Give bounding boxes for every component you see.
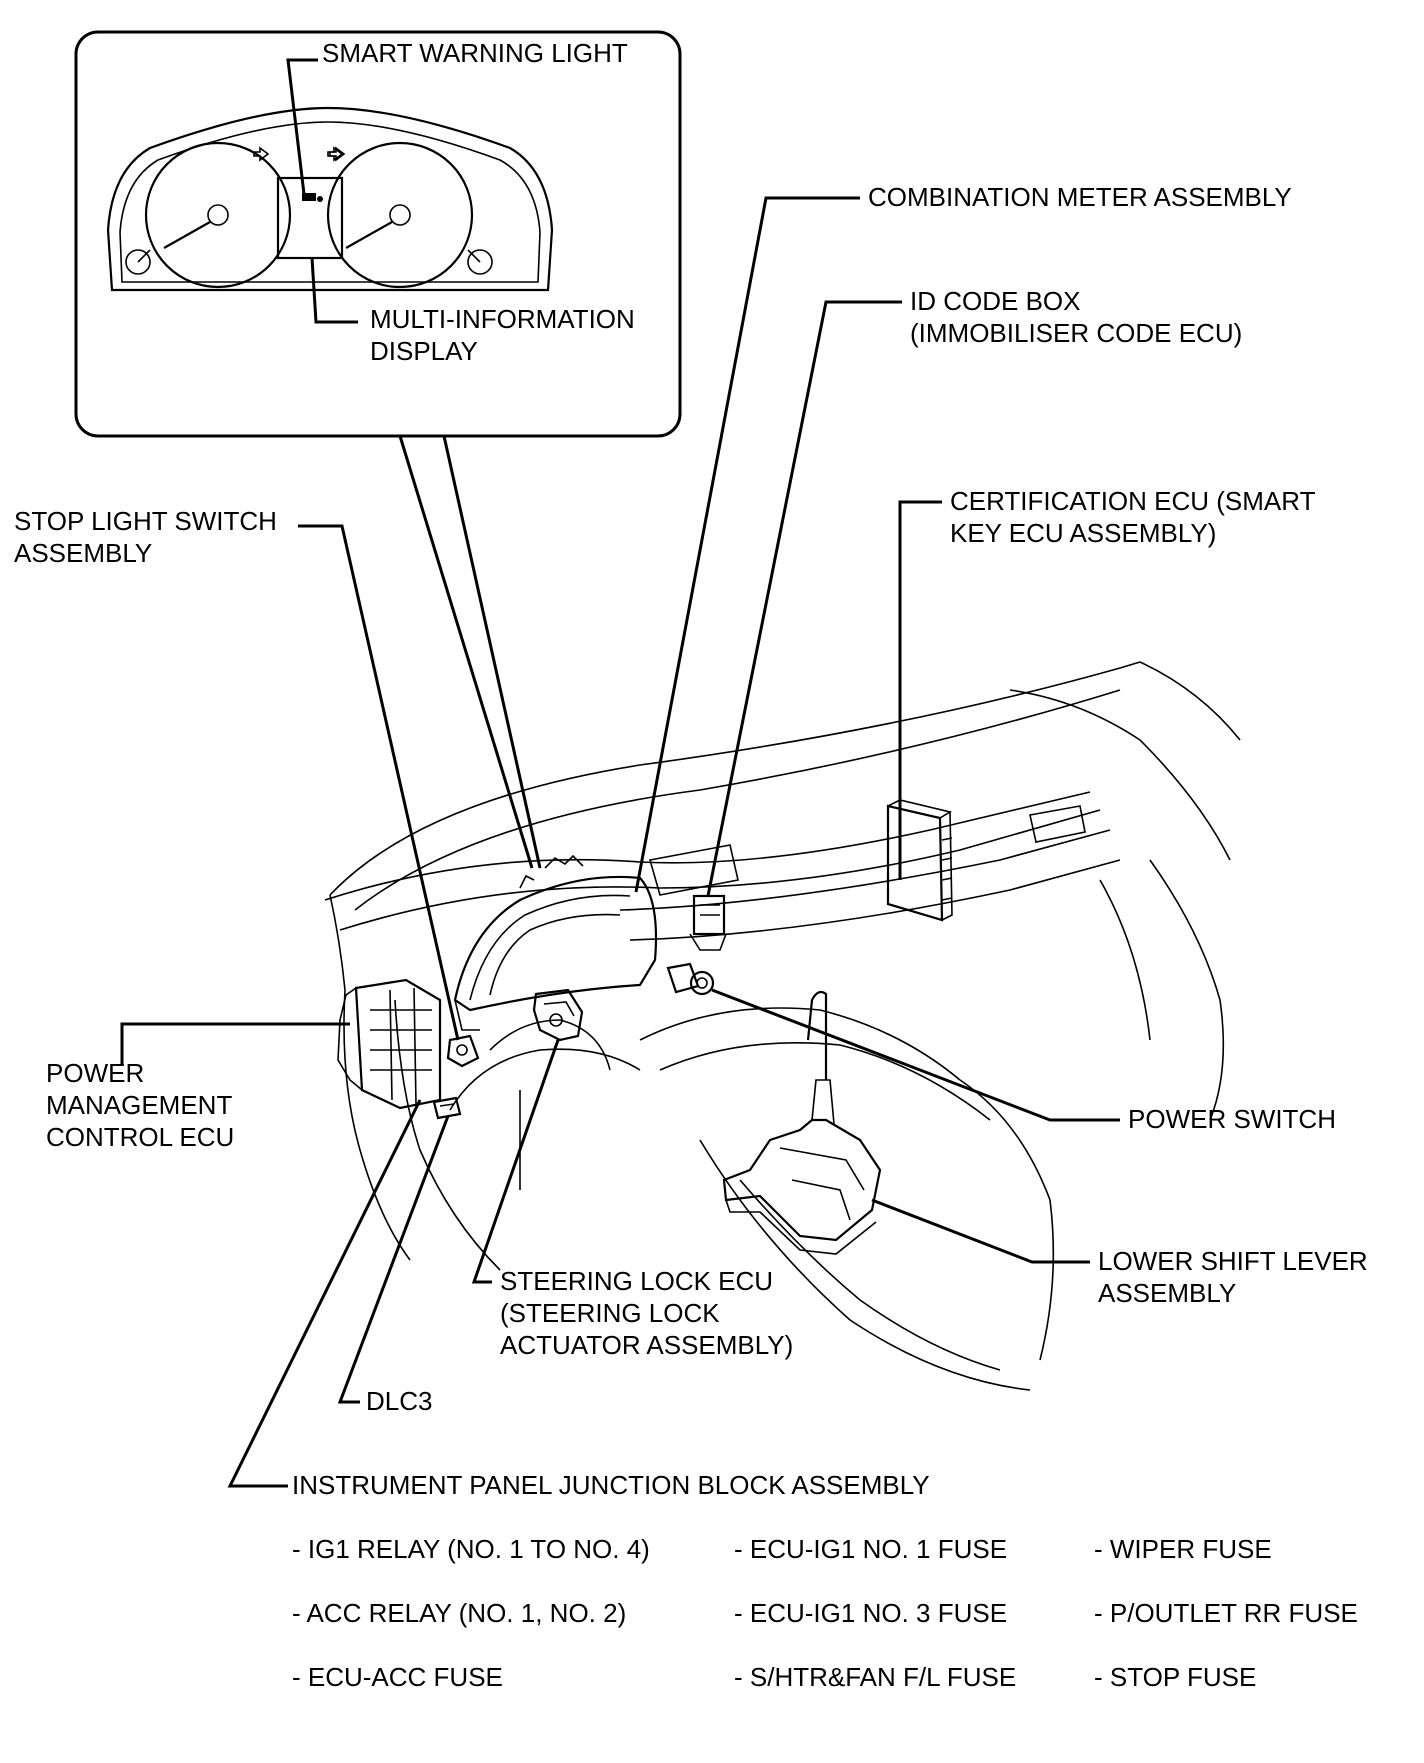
combination-meter-label: COMBINATION METER ASSEMBLY	[868, 182, 1292, 212]
power-management-control-ecu	[337, 978, 442, 1110]
steering-lock-ecu-label-2: (STEERING LOCK	[500, 1298, 720, 1328]
power-switch-label: POWER SWITCH	[1128, 1104, 1336, 1134]
lower-shift-lever-label-2: ASSEMBLY	[1098, 1278, 1236, 1308]
id-code-box-label-2: (IMMOBILISER CODE ECU)	[910, 318, 1242, 348]
combination-meter-assembly	[453, 854, 658, 1031]
junction-item: - STOP FUSE	[1094, 1662, 1256, 1692]
power-management-label-3: CONTROL ECU	[46, 1122, 234, 1152]
junction-item: - ECU-IG1 NO. 3 FUSE	[734, 1598, 1007, 1628]
smart-warning-light-icon	[302, 193, 316, 201]
junction-item: - ECU-IG1 NO. 1 FUSE	[734, 1534, 1007, 1564]
labels: COMBINATION METER ASSEMBLY ID CODE BOX (…	[14, 182, 1368, 1692]
stop-light-switch	[446, 1034, 480, 1068]
stop-light-switch-label: STOP LIGHT SWITCH	[14, 506, 277, 536]
certification-ecu-label: CERTIFICATION ECU (SMART	[950, 486, 1316, 516]
id-code-box	[689, 894, 727, 951]
left-gauge-icon	[144, 141, 292, 289]
dlc3-connector	[432, 1096, 462, 1120]
smart-warning-light-label: SMART WARNING LIGHT	[322, 38, 628, 68]
power-management-label-2: MANAGEMENT	[46, 1090, 232, 1120]
junction-item: - S/HTR&FAN F/L FUSE	[734, 1662, 1016, 1692]
junction-item: - P/OUTLET RR FUSE	[1094, 1598, 1358, 1628]
leader-lines	[120, 196, 1120, 1488]
power-switch	[666, 962, 715, 996]
steering-lock-ecu-label: STEERING LOCK ECU	[500, 1266, 773, 1296]
dlc3-label: DLC3	[366, 1386, 432, 1416]
junction-item: - WIPER FUSE	[1094, 1534, 1272, 1564]
right-turn-arrow-icon	[329, 146, 346, 162]
multi-information-display-label: MULTI-INFORMATION	[370, 304, 635, 334]
right-gauge-icon	[326, 141, 474, 289]
certification-ecu-label-2: KEY ECU ASSEMBLY)	[950, 518, 1216, 548]
junction-block-label: INSTRUMENT PANEL JUNCTION BLOCK ASSEMBLY	[292, 1470, 930, 1500]
multi-information-display-icon	[276, 176, 344, 260]
multi-information-display-label-2: DISPLAY	[370, 336, 478, 366]
steering-lock-ecu-label-3: ACTUATOR ASSEMBLY)	[500, 1330, 793, 1360]
junction-item: - IG1 RELAY (NO. 1 TO NO. 4)	[292, 1534, 650, 1564]
certification-ecu	[886, 799, 953, 922]
left-turn-arrow-icon	[253, 146, 270, 162]
id-code-box-label: ID CODE BOX	[910, 286, 1080, 316]
combination-meter-inset-drawing	[106, 106, 554, 292]
lower-shift-lever-label: LOWER SHIFT LEVER	[1098, 1246, 1368, 1276]
steering-lock-ecu	[532, 988, 584, 1042]
stop-light-switch-label-2: ASSEMBLY	[14, 538, 152, 568]
lower-shift-lever-assembly	[722, 990, 882, 1255]
inset-panel: SMART WARNING LIGHT MULTI-INFORMATION DI…	[74, 30, 682, 438]
power-management-label: POWER	[46, 1058, 144, 1088]
junction-item: - ACC RELAY (NO. 1, NO. 2)	[292, 1598, 626, 1628]
junction-item: - ECU-ACC FUSE	[292, 1662, 503, 1692]
